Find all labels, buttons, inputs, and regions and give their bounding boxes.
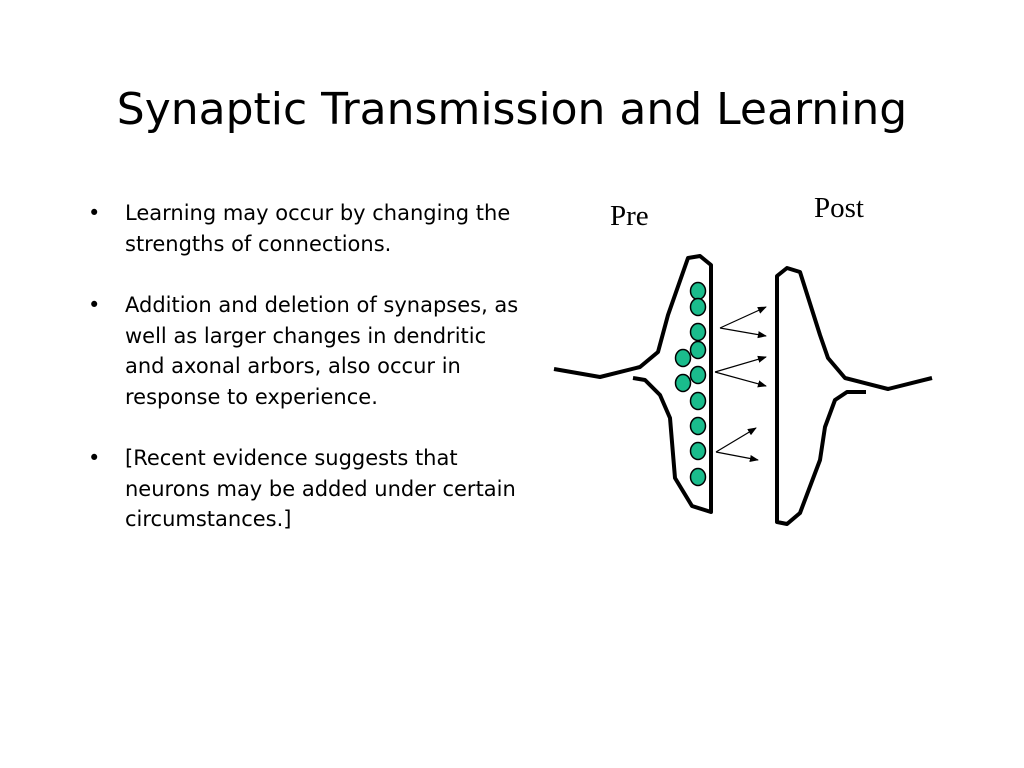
vesicle — [689, 281, 707, 301]
slide-title: Synaptic Transmission and Learning — [116, 84, 908, 135]
vesicle-cluster — [674, 281, 707, 487]
arrow — [714, 355, 767, 373]
arrow — [719, 327, 767, 339]
vesicle — [689, 441, 707, 461]
presynaptic-axon — [553, 254, 713, 514]
vesicle — [689, 297, 707, 317]
vesicle — [674, 348, 692, 368]
release-arrows — [714, 306, 767, 463]
vesicle — [689, 391, 707, 411]
arrow — [715, 451, 759, 463]
vesicle — [689, 340, 707, 360]
bullet-item: • Learning may occur by changing the str… — [88, 198, 528, 259]
vesicle — [689, 467, 707, 487]
arrow — [719, 306, 767, 329]
bullet-text: Learning may occur by changing the stren… — [125, 201, 511, 256]
vesicle — [689, 365, 707, 385]
arrow — [715, 427, 757, 453]
bullet-glyph: • — [88, 293, 101, 317]
bullet-text: Addition and deletion of synapses, as we… — [125, 293, 519, 409]
post-label: Post — [814, 192, 864, 224]
bullet-glyph: • — [88, 201, 101, 225]
bullet-item: • Addition and deletion of synapses, as … — [88, 290, 528, 412]
vesicle — [674, 373, 692, 393]
bullet-glyph: • — [88, 446, 101, 470]
pre-label: Pre — [610, 200, 649, 232]
bullet-text: [Recent evidence suggests that neurons m… — [125, 446, 516, 531]
postsynaptic-dendrite — [775, 266, 933, 526]
arrow — [714, 371, 767, 388]
vesicle — [689, 322, 707, 342]
bullet-item: • [Recent evidence suggests that neurons… — [88, 443, 528, 535]
vesicle — [689, 416, 707, 436]
bullet-list: • Learning may occur by changing the str… — [88, 198, 528, 566]
